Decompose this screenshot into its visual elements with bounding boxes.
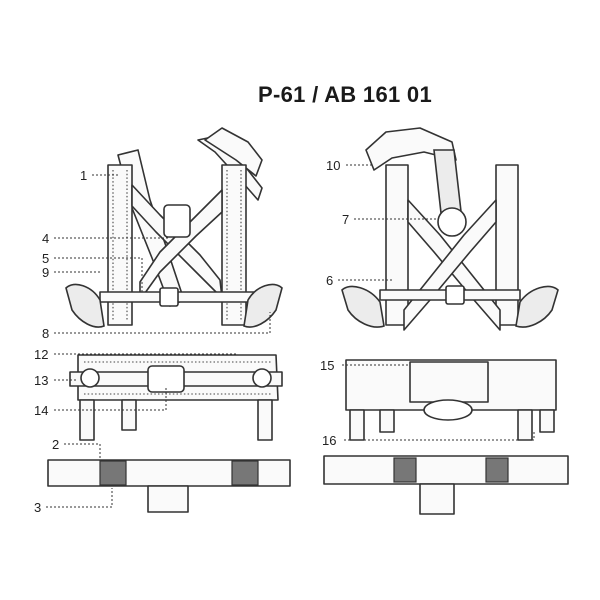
callout-10: 10 [326,158,340,173]
front-right-side-ring [252,368,272,388]
callout-15: 15 [320,358,334,373]
front-waist-stitching [84,361,272,395]
back-dorsal-d-ring [437,207,467,237]
front-leg-loop-buckle-right [231,460,259,486]
front-left-hanging-strap [79,399,95,441]
callout-3: 3 [34,500,41,515]
front-strap-fold [204,127,263,177]
front-chest-belt [99,291,261,303]
harness-back-view [323,127,569,515]
back-right-clip [539,409,555,433]
callout-16: 16 [322,433,336,448]
diagram-title: P-61 / AB 161 01 [258,82,432,107]
callout-12: 12 [34,347,48,362]
front-right-hanging-strap [257,399,273,441]
callout-9: 9 [42,265,49,280]
front-stitching [112,170,242,320]
callout-2: 2 [52,437,59,452]
front-chest-belt-buckle [159,287,179,307]
back-leg-buckle-left [393,457,417,483]
back-right-hip-pad [515,285,559,328]
back-right-hanging-strap [517,409,533,441]
back-rear-ring [423,399,473,421]
callout-8: 8 [42,326,49,341]
leader-14 [54,388,167,411]
back-left-clip [379,409,395,433]
back-right-strap [495,164,519,326]
front-chest-buckle [163,204,191,238]
leader-16 [344,430,535,441]
callout-labels: 1 2 3 4 5 6 7 8 9 10 12 13 14 15 16 [34,158,349,515]
callout-13: 13 [34,373,48,388]
leader-3 [46,488,113,508]
front-left-side-ring [80,368,100,388]
leader-2 [64,443,101,470]
front-leg-connector [147,485,189,513]
back-left-hip-pad [341,285,385,328]
callout-14: 14 [34,403,48,418]
back-left-strap [385,164,409,326]
front-leg-loop-buckle-left [99,460,127,486]
callout-6: 6 [326,273,333,288]
back-leg-connector [419,483,455,515]
back-center-patch [409,361,489,403]
back-chest-buckle [445,285,465,305]
front-center-hanging-strap [121,399,137,431]
leader-5 [54,257,143,292]
callout-1: 1 [80,168,87,183]
callout-4: 4 [42,231,49,246]
leader-8 [54,312,271,334]
callout-leaders [46,164,535,508]
front-left-hip-pad [65,283,105,328]
back-leg-loop [323,455,569,485]
back-left-hanging-strap [349,409,365,441]
callout-7: 7 [342,212,349,227]
back-leg-buckle-right [485,457,509,483]
front-right-hip-pad [243,283,283,328]
back-strap-fold [365,127,457,171]
callout-5: 5 [42,251,49,266]
harness-front-view [47,127,291,513]
